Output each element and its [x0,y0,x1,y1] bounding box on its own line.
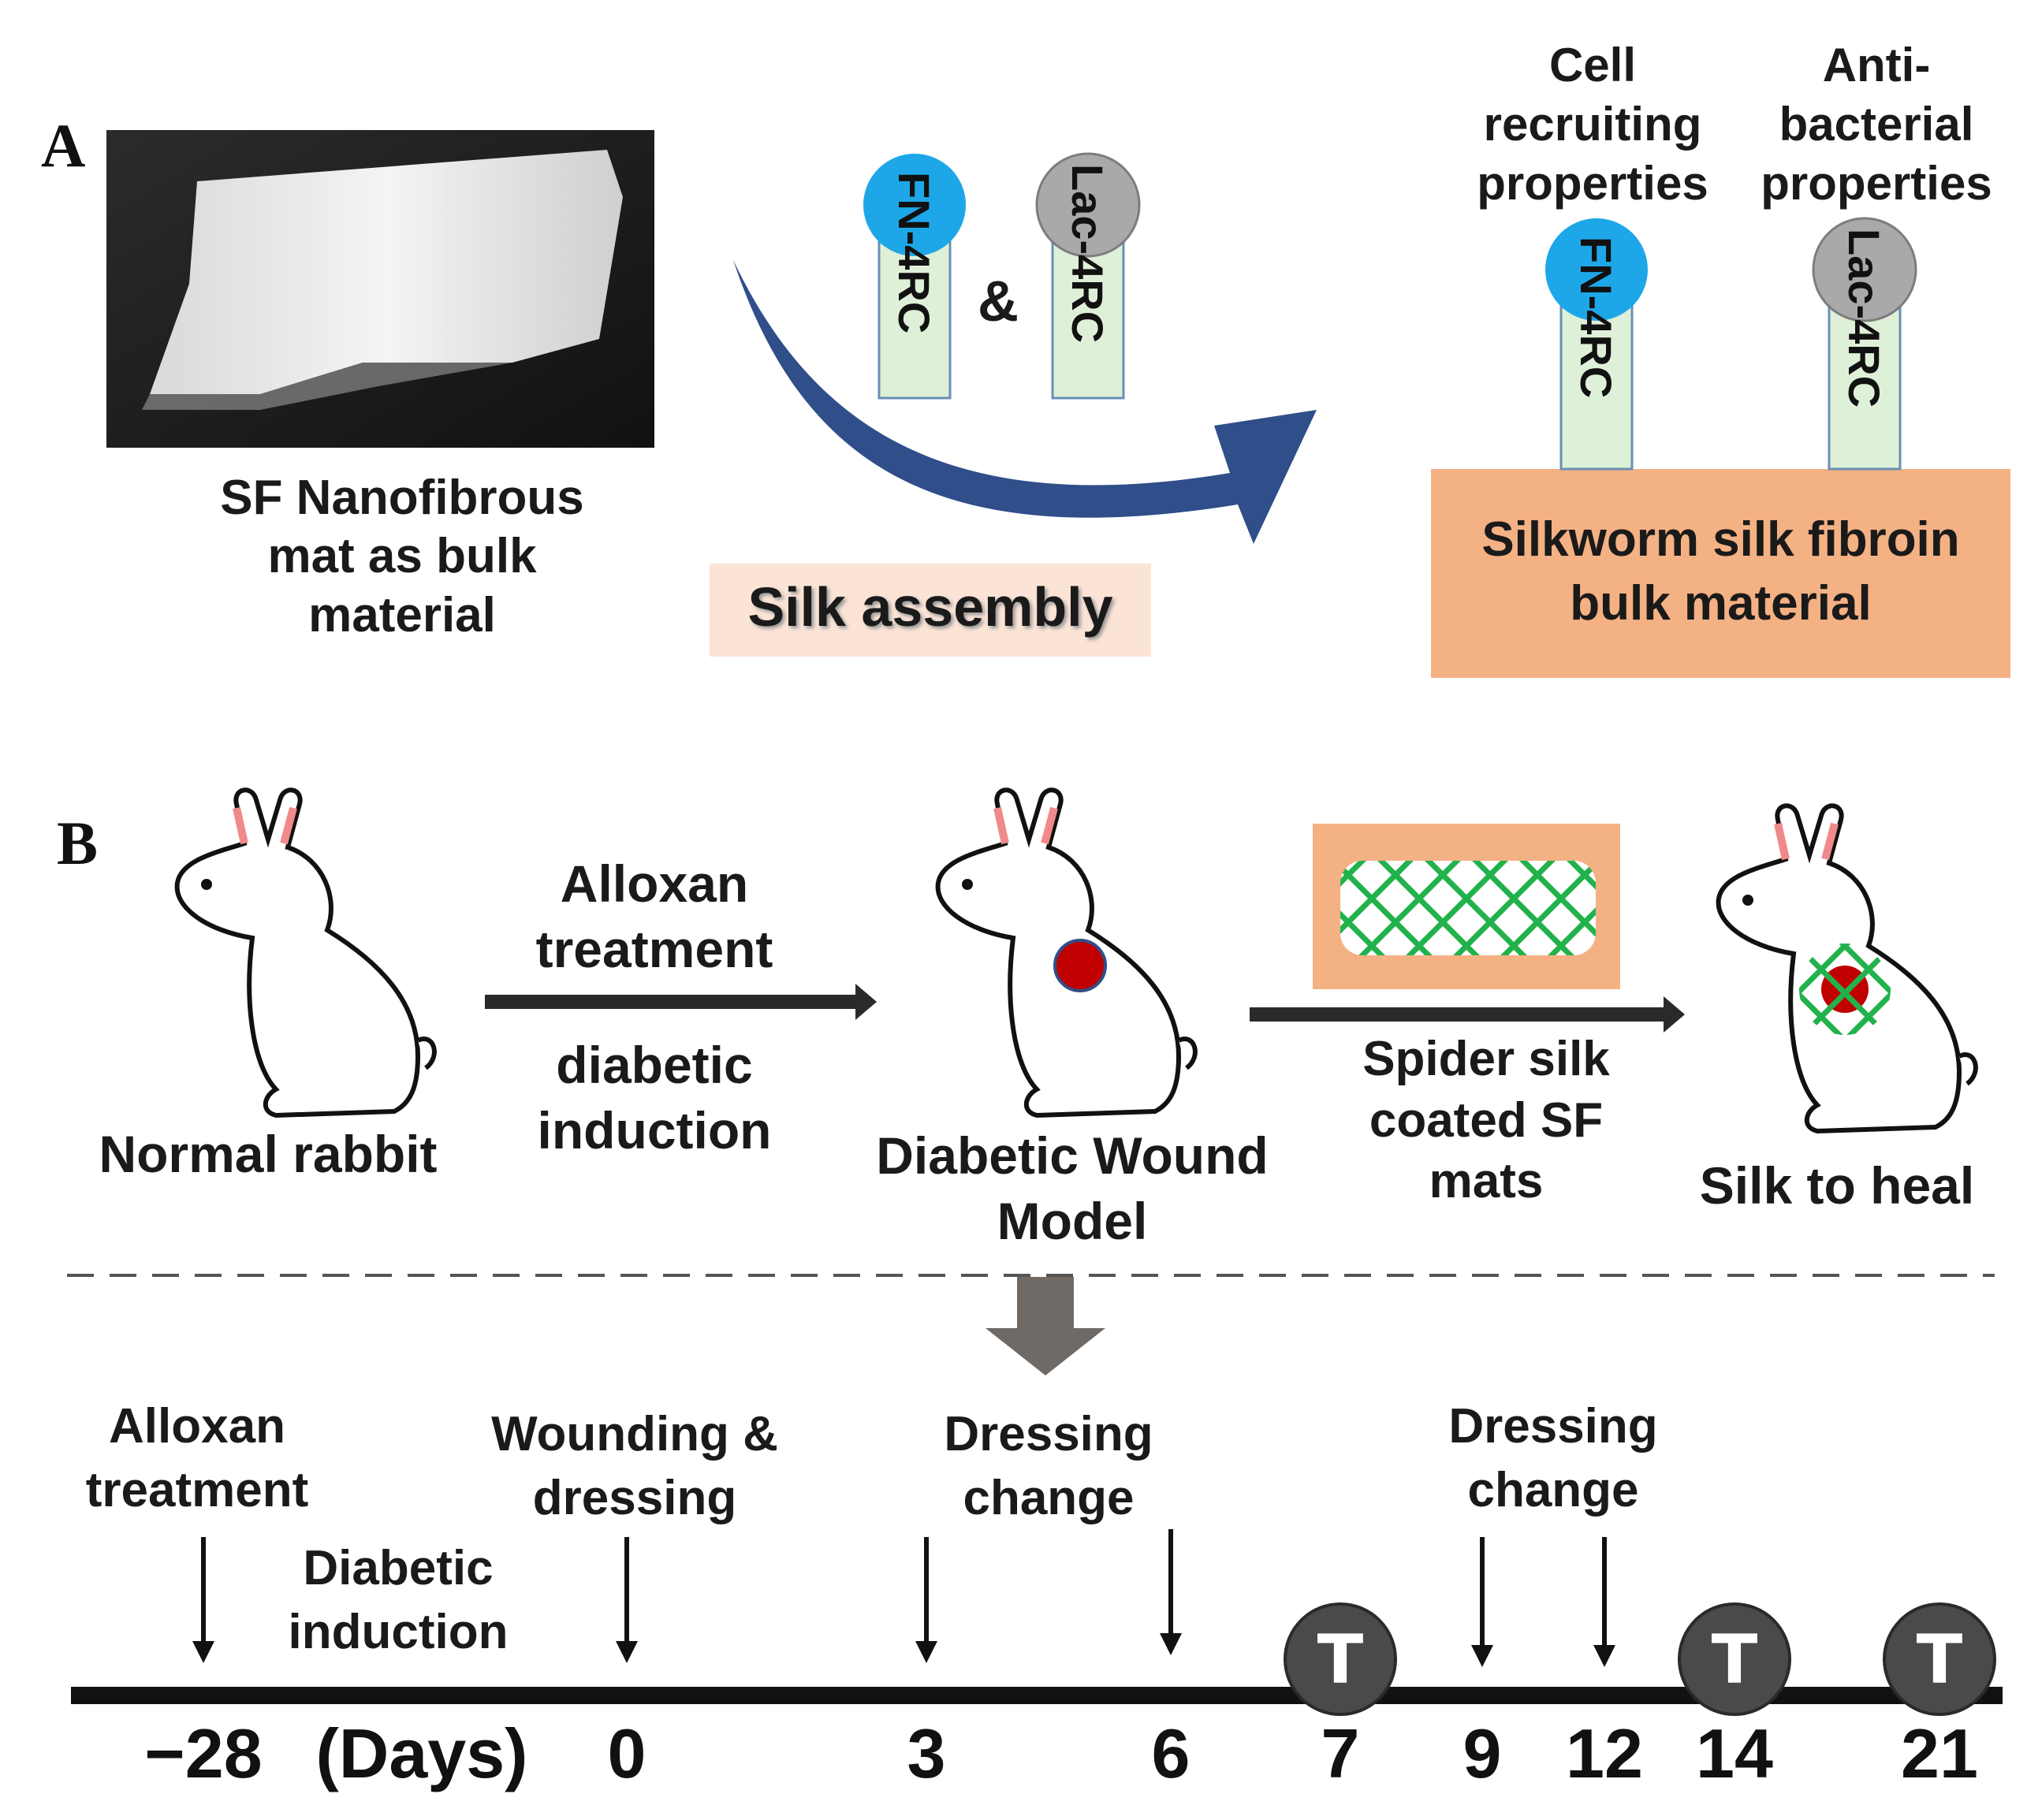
photo-caption: SF Nanofibrous mat as bulk material [220,471,584,642]
peptide-lac-free-label: Lac-4RC [1063,164,1112,343]
arrow-to-diabetic [485,984,877,1020]
bulk-material-label: Silkworm silk fibroin bulk material [1481,512,1960,631]
wound-icon [1053,939,1107,992]
event-arrow-head [915,1641,937,1663]
day-tick-label: 7 [1321,1714,1360,1792]
peptide-fn-free-label: FN-4RC [889,172,939,333]
normal-rabbit-label: Normal rabbit [99,1125,438,1183]
peptide-fn-attached-label: FN-4RC [1571,236,1621,398]
event-arrows [192,1529,1615,1667]
peptide-fn-free [863,154,966,400]
day-tick-label: 12 [1566,1714,1643,1792]
timeline-axis [71,1687,2003,1704]
down-arrow [986,1277,1105,1375]
treatment-top-label: Alloxan treatment [535,854,773,978]
arrow-to-heal [1250,996,1685,1033]
property-lac-label: Anti- bacterial properties [1761,39,1992,210]
day-tick-label: 14 [1696,1714,1773,1792]
day-ticks: −28 0 3 6 7 9 12 14 21 [144,1714,1978,1792]
event-arrow-head [1160,1633,1182,1655]
silk-mat-photo [106,130,654,448]
peptide-lac-free [1035,152,1141,400]
t-badge [1678,1602,1791,1716]
event-arrow-head [192,1641,214,1663]
t-badge [1284,1602,1397,1716]
panel-b-letter: B [57,809,99,877]
rabbit-diabetic [935,787,1198,1118]
day-tick-label: 0 [608,1714,646,1792]
coating-label: Spider silk coated SF mats [1362,1032,1610,1208]
event-dressing1-label: Dressing change [944,1407,1153,1525]
assembly-label: Silk assembly [747,576,1113,638]
days-label: (Days) [316,1714,528,1792]
bulk-material-block [1431,469,2010,678]
panel-a-letter: A [41,111,86,180]
diabetic-wound-label: Diabetic Wound Model [876,1126,1269,1250]
t-badge-label: T [1917,1621,1963,1699]
assembly-arrow [733,260,1317,544]
t-badge-label: T [1712,1621,1758,1699]
silk-mat-pad [1313,824,1620,989]
event-dressing2-label: Dressing change [1448,1399,1658,1517]
property-fn-label: Cell recruiting properties [1477,39,1708,210]
ampersand: & [978,270,1019,333]
event-arrow-head [616,1641,638,1663]
day-tick-label: −28 [144,1714,262,1792]
peptide-lac-attached-label: Lac-4RC [1839,229,1889,408]
silk-to-heal-label: Silk to heal [1699,1156,1975,1215]
event-arrow-head [1593,1645,1615,1667]
rabbit-normal [174,787,437,1118]
event-arrow-head [1471,1645,1493,1667]
day-tick-label: 21 [1901,1714,1978,1792]
peptide-lac-attached [1812,217,1917,471]
peptide-fn-attached [1545,218,1648,471]
assembly-label-box [710,564,1151,657]
day-tick-label: 9 [1463,1714,1502,1792]
t-badge [1883,1602,1996,1716]
treatment-bottom-label: diabetic induction [537,1036,772,1159]
event-alloxan-label: Alloxan treatment [85,1399,309,1517]
silk-patch-icon [1799,943,1891,1035]
t-badge-label: T [1317,1621,1364,1699]
event-wounding-label: Wounding & dressing [491,1407,778,1525]
day-tick-label: 6 [1152,1714,1190,1792]
event-induction-label: Diabetic induction [288,1541,509,1659]
day-tick-label: 3 [907,1714,946,1792]
